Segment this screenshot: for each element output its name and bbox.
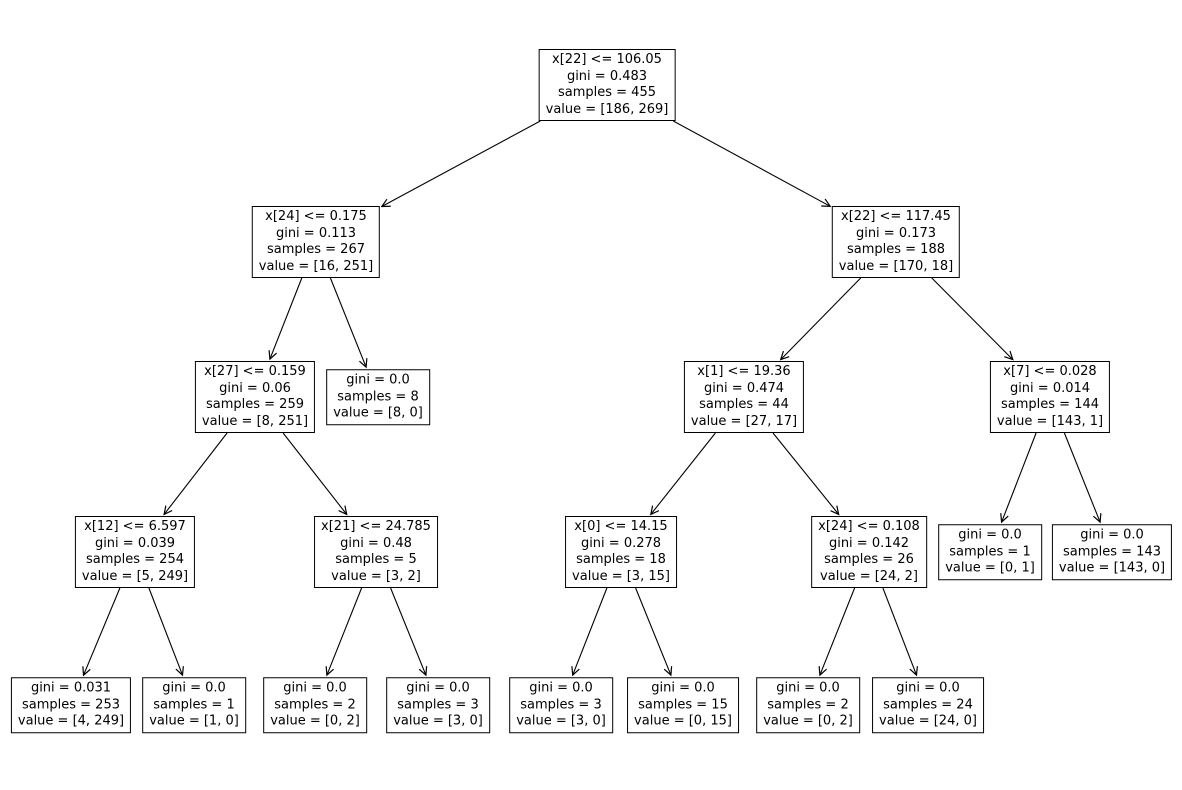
node-text-line: value = [1, 0] [149,713,239,729]
node-text-line: samples = 44 [699,397,789,412]
node-text-line: gini = 0.0 [776,680,840,696]
node-text-line: value = [143, 1] [996,413,1104,429]
node-text-line: gini = 0.0 [651,680,715,696]
node-text-line: gini = 0.031 [30,680,112,696]
node-text-line: x[0] <= 14.15 [574,519,668,534]
node-text-line: gini = 0.173 [855,225,937,241]
node-text-line: samples = 3 [520,696,602,712]
node-text-line: value = [8, 0] [333,405,423,421]
node-text-line: value = [3, 0] [516,713,606,729]
node-text-line: value = [186, 269] [545,101,669,117]
node-text-line: value = [3, 0] [393,713,483,729]
node-text-line: value = [8, 251] [201,413,309,429]
node-text-line: value = [0, 2] [763,713,853,729]
node-text-line: gini = 0.0 [406,680,470,696]
node-text-line: value = [143, 0] [1058,560,1166,576]
node-text-line: samples = 2 [274,696,356,712]
node-text-line: samples = 144 [1000,397,1100,412]
node-text-line: samples = 2 [767,696,849,712]
node-text-line: samples = 24 [883,696,973,712]
node-text-line: gini = 0.014 [1009,380,1091,396]
node-text-line: x[24] <= 0.108 [818,519,920,534]
node-text-line: value = [4, 249] [17,713,125,729]
node-text-line: x[24] <= 0.175 [265,209,367,224]
node-text-line: gini = 0.0 [529,680,593,696]
node-text-line: x[22] <= 106.05 [552,52,662,67]
node-text-line: gini = 0.0 [1080,527,1144,543]
node-text-line: value = [24, 0] [879,713,977,729]
node-text-line: value = [0, 1] [945,560,1035,576]
node-text-line: x[22] <= 117.45 [841,209,951,224]
node-text-line: samples = 1 [949,543,1031,559]
node-text-line: x[7] <= 0.028 [1003,364,1097,379]
node-text-line: value = [170, 18] [838,258,954,274]
node-text-line: gini = 0.0 [346,372,410,388]
node-text-line: value = [0, 15] [634,713,732,729]
node-text-line: gini = 0.0 [283,680,347,696]
node-text-line: value = [3, 15] [572,568,670,584]
node-text-line: gini = 0.483 [566,68,648,84]
node-text-line: value = [27, 17] [690,413,798,429]
node-text-line: samples = 254 [85,552,185,567]
node-text-line: value = [3, 2] [331,568,421,584]
node-text-line: value = [16, 251] [258,258,374,274]
node-text-line: value = [0, 2] [270,713,360,729]
node-text-line: samples = 188 [846,242,945,257]
node-text-line: samples = 26 [824,552,914,567]
node-text-line: samples = 5 [335,552,417,567]
node-text-line: samples = 3 [397,696,479,712]
node-text-line: x[27] <= 0.159 [204,364,306,379]
node-text-line: x[21] <= 24.785 [321,519,431,534]
node-text-line: samples = 259 [205,397,305,412]
node-text-line: samples = 253 [21,696,121,712]
node-text-line: samples = 15 [638,696,728,712]
node-text-line: x[12] <= 6.597 [84,519,186,534]
node-text-line: gini = 0.0 [896,680,960,696]
node-text-line: gini = 0.142 [828,535,910,551]
node-text-line: samples = 8 [337,388,419,404]
node-text-line: gini = 0.48 [340,535,412,551]
node-text-line: gini = 0.278 [580,535,662,551]
node-text-line: value = [24, 2] [820,568,918,584]
node-text-line: samples = 1 [153,696,235,712]
node-text-line: gini = 0.474 [703,380,785,396]
node-text-line: samples = 18 [576,552,666,567]
node-text-line: gini = 0.113 [275,225,357,241]
node-text-line: x[1] <= 19.36 [697,364,791,379]
node-text-line: gini = 0.06 [219,380,291,396]
node-text-line: samples = 143 [1062,543,1162,559]
node-text-line: value = [5, 249] [81,568,189,584]
node-text-line: samples = 267 [266,242,365,257]
node-text-line: samples = 455 [557,85,657,100]
node-text-line: gini = 0.0 [958,527,1022,543]
node-text-line: gini = 0.0 [162,680,226,696]
node-text-line: gini = 0.039 [94,535,176,551]
